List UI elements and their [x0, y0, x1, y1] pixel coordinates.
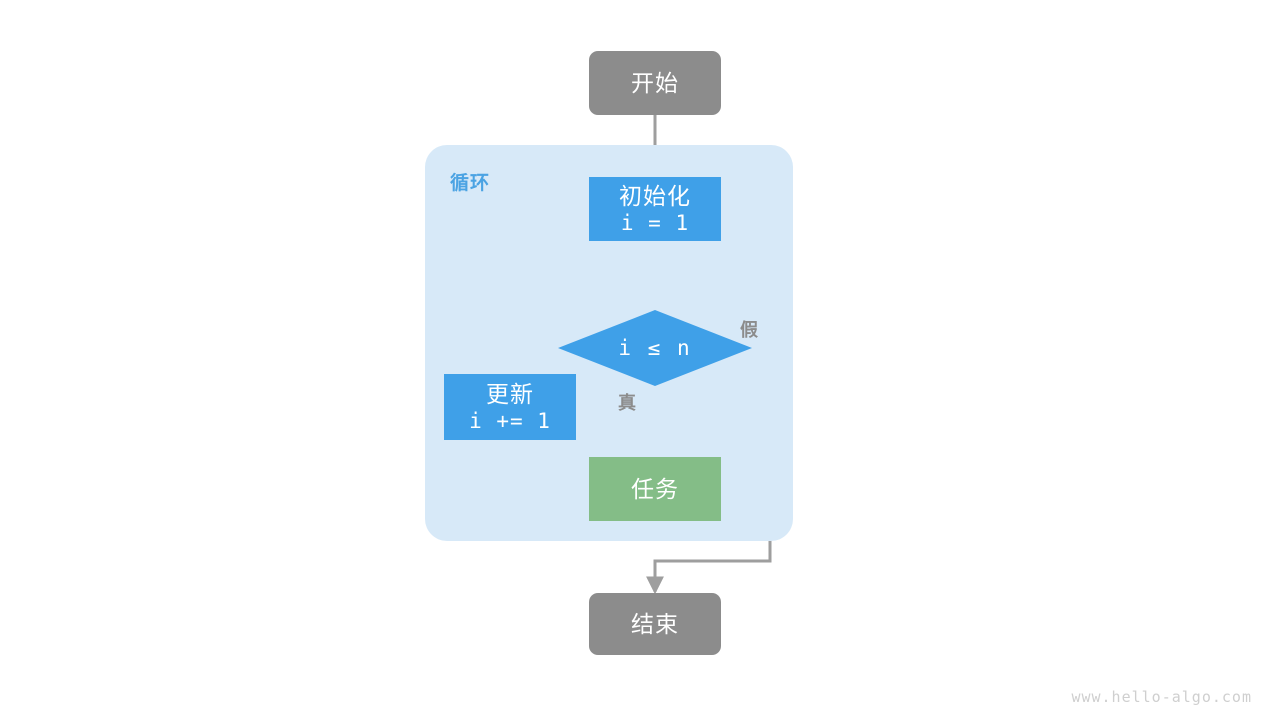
edge-label-false: 假	[740, 320, 759, 340]
node-update[interactable]: 更新 i += 1	[444, 374, 576, 440]
node-start-label: 开始	[631, 69, 679, 96]
node-end-label: 结束	[631, 610, 679, 637]
node-task[interactable]: 任务	[589, 457, 721, 521]
node-init-line1: 初始化	[619, 182, 691, 209]
watermark: www.hello-algo.com	[1071, 688, 1252, 706]
node-task-label: 任务	[631, 475, 679, 502]
node-update-line1: 更新	[486, 380, 534, 407]
node-init[interactable]: 初始化 i = 1	[589, 177, 721, 241]
edge-label-true: 真	[618, 393, 637, 413]
node-update-line2: i += 1	[469, 408, 551, 433]
node-start[interactable]: 开始	[589, 51, 721, 115]
node-init-line2: i = 1	[620, 210, 690, 235]
node-end[interactable]: 结束	[589, 593, 721, 655]
loop-group-label: 循环	[450, 173, 491, 194]
node-decision[interactable]: i ≤ n	[558, 310, 752, 386]
node-decision-label: i ≤ n	[618, 336, 692, 360]
